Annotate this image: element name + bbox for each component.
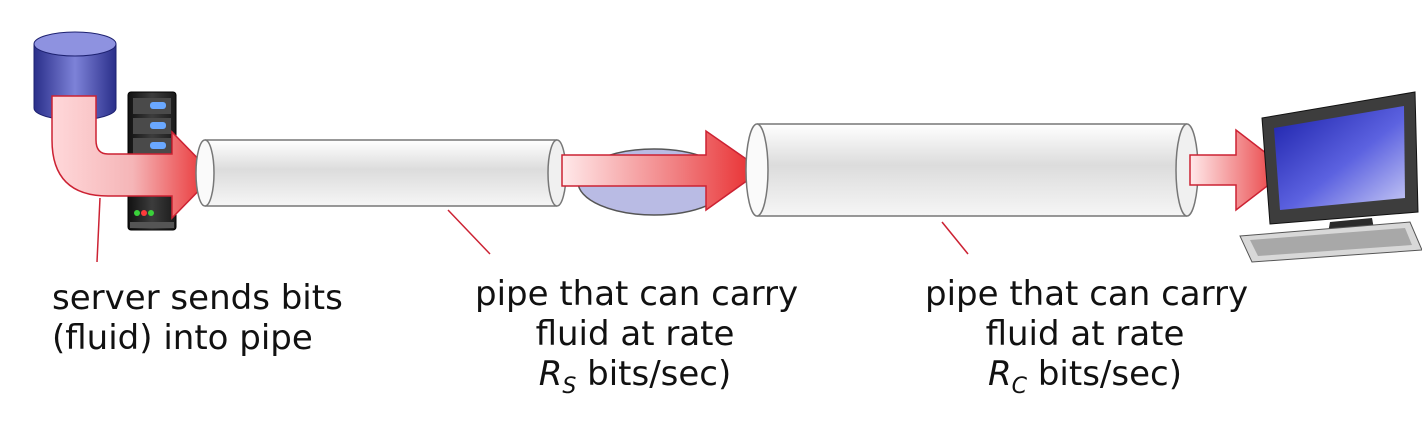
rate-subscript: S [562, 374, 577, 399]
server-caption: server sends bits (fluid) into pipe [52, 278, 343, 358]
pipe-rs [195, 139, 567, 207]
rate-unit: bits/sec) [1027, 354, 1182, 394]
server-caption-line2: (fluid) into pipe [52, 318, 313, 358]
output-flow-arrow [1189, 128, 1290, 212]
leader-line-pipe-rc [941, 221, 969, 255]
pipe-rs-rate: RS bits/sec) [475, 354, 795, 398]
rate-subscript: C [1011, 374, 1028, 399]
leader-lines [96, 197, 969, 263]
rate-unit: bits/sec) [576, 354, 732, 394]
computer-icon [1239, 91, 1422, 263]
leader-line-pipe-rs [447, 209, 491, 255]
server-caption-line1: server sends bits [52, 278, 343, 318]
pipe-rs-caption-line1: pipe that can carry [475, 274, 799, 314]
rate-symbol: R [538, 354, 563, 394]
pipe-rs-caption-line2: fluid at rate [535, 314, 735, 354]
rate-symbol: R [988, 354, 1012, 394]
source-flow-arrow [51, 95, 216, 220]
pipe-rc [745, 123, 1199, 217]
pipe-rc-caption-line1: pipe that can carry [925, 274, 1249, 314]
middle-flow-arrow [561, 129, 764, 212]
pipe-rc-caption-line2: fluid at rate [985, 314, 1185, 354]
leader-line-server [96, 197, 101, 263]
pipe-rs-caption: pipe that can carry fluid at rate RS bit… [475, 274, 799, 398]
pipe-rc-rate: RC bits/sec) [925, 354, 1245, 398]
pipe-rc-caption: pipe that can carry fluid at rate RC bit… [925, 274, 1249, 398]
